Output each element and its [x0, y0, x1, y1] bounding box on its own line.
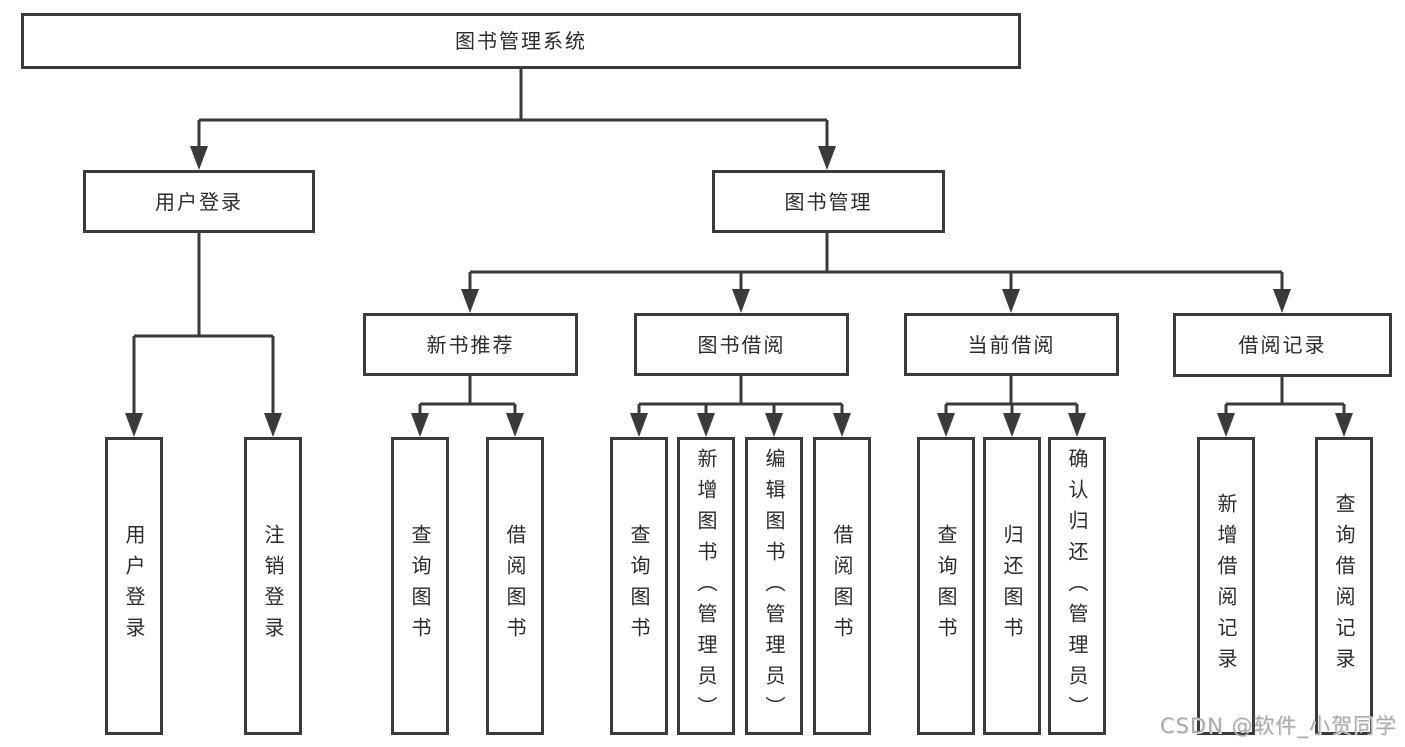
leaf-edit-books-admin: 编辑图书（管理员）: [745, 437, 803, 735]
connector-book-borrow-to-leaves: [637, 376, 844, 417]
node-book-borrowing: 图书借阅: [634, 313, 849, 376]
leaf-query-books-current: 查询图书: [917, 437, 975, 735]
leaf-logout: 注销登录: [244, 437, 302, 735]
connector-root-to-level2: [197, 69, 829, 152]
watermark-text: CSDN @软件_小贺同学: [1159, 714, 1397, 738]
leaf-confirm-return-admin: 确认归还（管理员）: [1048, 437, 1106, 735]
leaf-return-books: 归还图书: [983, 437, 1041, 735]
leaf-borrow-books-recommend: 借阅图书: [486, 437, 544, 735]
connector-user-login-to-leaves: [132, 233, 275, 417]
leaf-user-login: 用户登录: [105, 437, 163, 735]
node-library-management-system: 图书管理系统: [21, 13, 1021, 69]
node-book-management: 图书管理: [712, 170, 945, 233]
connector-borrow-record-to-leaves: [1224, 376, 1346, 417]
arrowheads: [125, 146, 1353, 437]
leaf-add-books-admin: 新增图书（管理员）: [677, 437, 735, 735]
leaf-add-borrow-record: 新增借阅记录: [1197, 437, 1255, 735]
connector-new-book-to-leaves: [418, 376, 517, 417]
leaf-query-books-borrowing: 查询图书: [610, 437, 668, 735]
leaf-query-books-recommend: 查询图书: [391, 437, 449, 735]
connector-book-mgmt-to-level3: [468, 233, 1284, 293]
node-user-login: 用户登录: [83, 170, 315, 233]
connector-current-borrow-to-leaves: [944, 376, 1079, 417]
leaf-borrow-books: 借阅图书: [813, 437, 871, 735]
leaf-query-borrow-record: 查询借阅记录: [1315, 437, 1373, 735]
node-current-borrowing: 当前借阅: [904, 313, 1119, 376]
node-borrowing-records: 借阅记录: [1173, 313, 1392, 377]
node-new-book-recommendation: 新书推荐: [363, 313, 578, 376]
